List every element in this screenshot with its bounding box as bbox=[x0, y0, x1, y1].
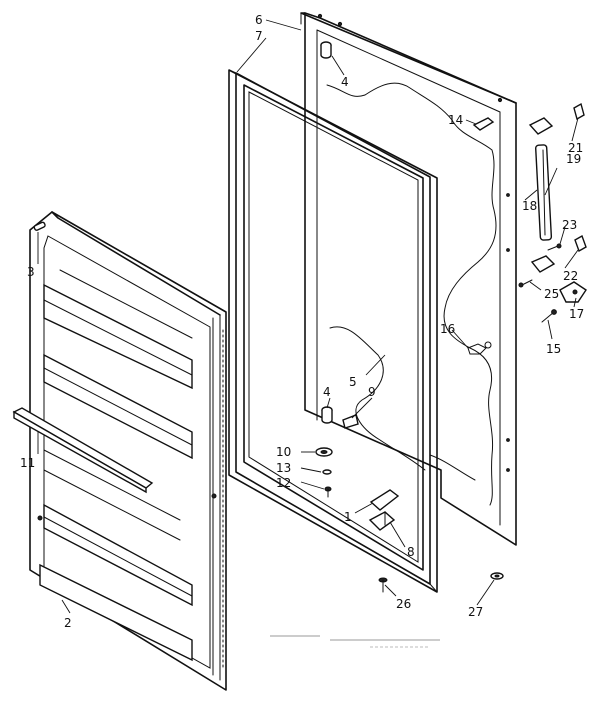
door-handle bbox=[534, 144, 553, 241]
latch-spring bbox=[467, 341, 492, 355]
callout-8: 8 bbox=[407, 545, 415, 559]
callout-23: 23 bbox=[562, 218, 577, 232]
callout-17: 17 bbox=[569, 307, 584, 321]
callout-15: 15 bbox=[546, 342, 561, 356]
trim-cap-bottom bbox=[574, 234, 587, 253]
scan-marks bbox=[270, 635, 440, 648]
plug-button bbox=[33, 221, 46, 231]
trim-cap-top bbox=[573, 102, 585, 121]
callout-5: 5 bbox=[349, 375, 357, 389]
door-stop-bracket bbox=[368, 511, 396, 531]
door-liner bbox=[29, 211, 227, 691]
callout-11: 11 bbox=[20, 456, 35, 470]
washer bbox=[322, 469, 332, 475]
callout-3: 3 bbox=[27, 265, 35, 279]
callout-22: 22 bbox=[563, 269, 578, 283]
callout-labels: 6 7 4 3 5 4 9 10 13 12 1 8 26 27 14 21 1… bbox=[20, 13, 584, 630]
handle-bottom-cap bbox=[530, 255, 556, 273]
callout-18: 18 bbox=[522, 199, 537, 213]
callout-13: 13 bbox=[276, 461, 291, 475]
lock-bracket bbox=[559, 281, 587, 303]
spacer-top bbox=[320, 41, 332, 59]
handle-mount-screw bbox=[518, 279, 533, 288]
hinge-bracket bbox=[369, 489, 400, 511]
callout-4-top: 4 bbox=[341, 75, 349, 89]
callout-1: 1 bbox=[344, 510, 352, 524]
callout-21: 21 bbox=[568, 141, 583, 155]
callout-12: 12 bbox=[276, 476, 291, 490]
callout-25: 25 bbox=[544, 287, 559, 301]
bottom-cap bbox=[490, 572, 504, 580]
callout-16: 16 bbox=[440, 322, 455, 336]
callout-9: 9 bbox=[368, 385, 376, 399]
spacer-bottom bbox=[321, 406, 333, 424]
door-gasket bbox=[228, 69, 438, 593]
handle-top-cap bbox=[528, 117, 554, 135]
callout-27: 27 bbox=[468, 605, 483, 619]
door-rack-bar bbox=[12, 407, 154, 494]
lock-screw bbox=[541, 309, 557, 323]
callout-26: 26 bbox=[396, 597, 411, 611]
callout-19: 19 bbox=[566, 152, 581, 166]
shoulder-screw bbox=[378, 577, 388, 593]
outer-door-panel bbox=[300, 12, 517, 546]
callout-10: 10 bbox=[276, 445, 291, 459]
callout-14: 14 bbox=[448, 113, 463, 127]
callout-6: 6 bbox=[255, 13, 263, 27]
callout-4-bottom: 4 bbox=[323, 385, 331, 399]
door-stop bbox=[342, 414, 359, 429]
callout-7: 7 bbox=[255, 29, 263, 43]
handle-screw bbox=[547, 243, 562, 251]
callout-2: 2 bbox=[64, 616, 72, 630]
clip bbox=[472, 117, 495, 131]
hinge-bushing bbox=[315, 447, 333, 457]
hinge-screw bbox=[324, 486, 332, 498]
leader-lines bbox=[37, 19, 579, 614]
